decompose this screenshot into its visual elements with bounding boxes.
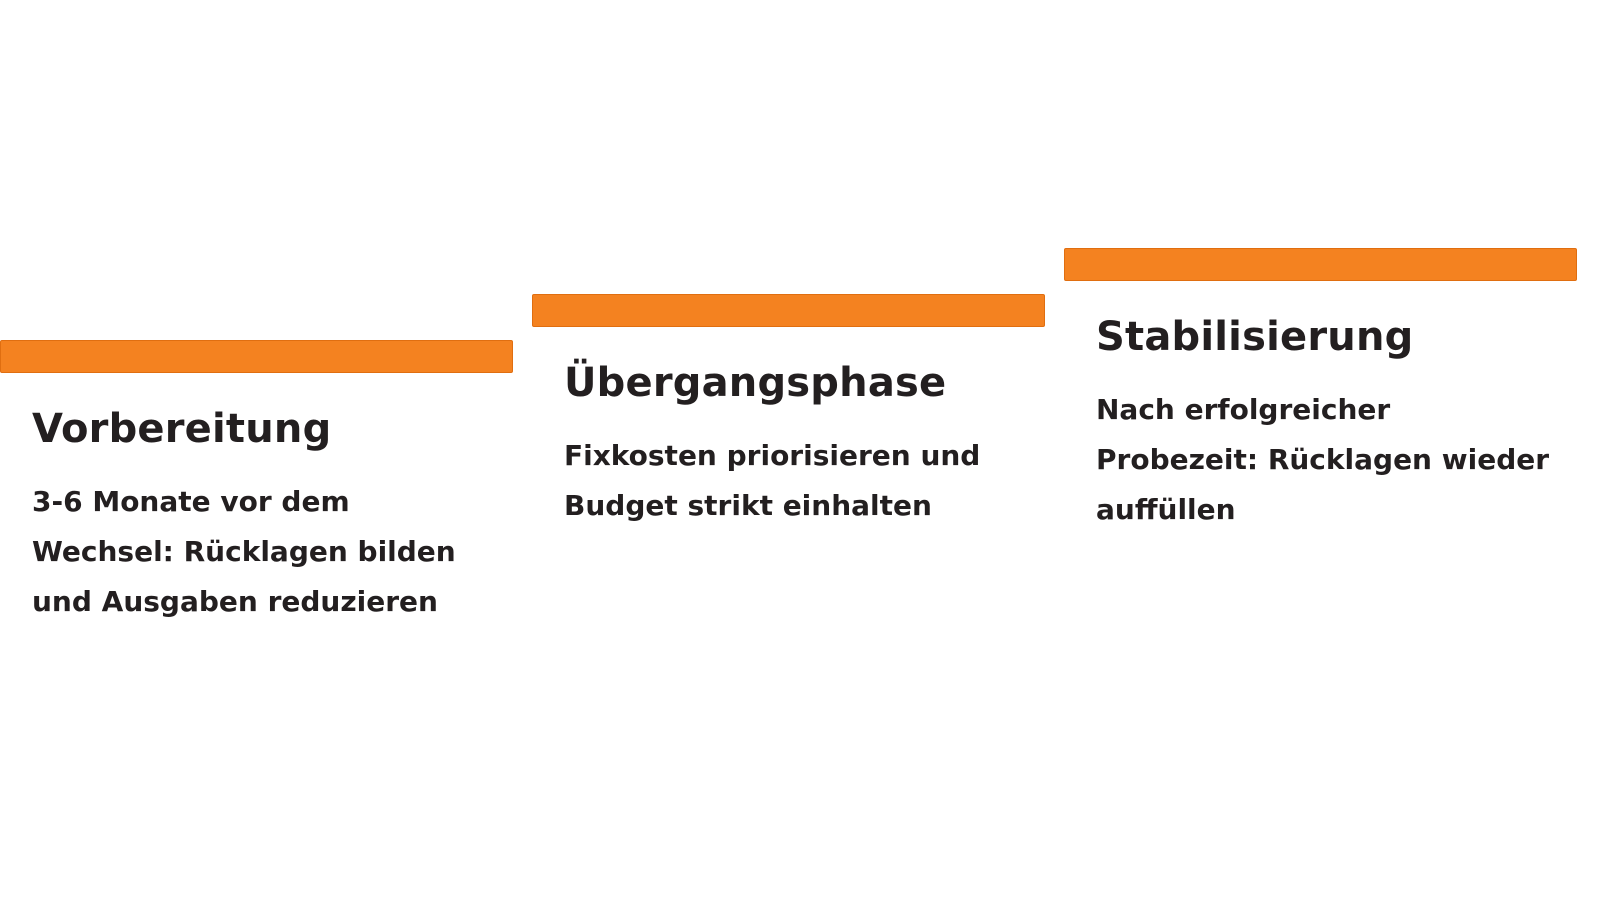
stage-description: Fixkosten priorisieren und Budget strikt… (564, 439, 981, 522)
stage-description: Nach erfolgreicher Probezeit: Rücklagen … (1096, 393, 1550, 526)
stage-title: Vorbereitung (32, 406, 332, 452)
stage-vorbereitung: Vorbereitung 3-6 Monate vor dem Wechsel:… (0, 340, 513, 627)
stage-stabilisierung: Stabilisierung Nach erfolgreicher Probez… (1064, 248, 1577, 535)
stage-bar (1064, 248, 1577, 281)
stage-content: Übergangsphase Fixkosten priorisieren un… (532, 357, 1045, 531)
stage-bar (532, 294, 1045, 327)
stage-uebergangsphase: Übergangsphase Fixkosten priorisieren un… (532, 294, 1045, 531)
stage-bar (0, 340, 513, 373)
stage-description: 3-6 Monate vor dem Wechsel: Rücklagen bi… (32, 485, 456, 618)
stage-title: Stabilisierung (1096, 314, 1414, 360)
stage-content: Vorbereitung 3-6 Monate vor dem Wechsel:… (0, 403, 513, 627)
stage-content: Stabilisierung Nach erfolgreicher Probez… (1064, 311, 1577, 535)
stage-title: Übergangsphase (564, 360, 947, 406)
